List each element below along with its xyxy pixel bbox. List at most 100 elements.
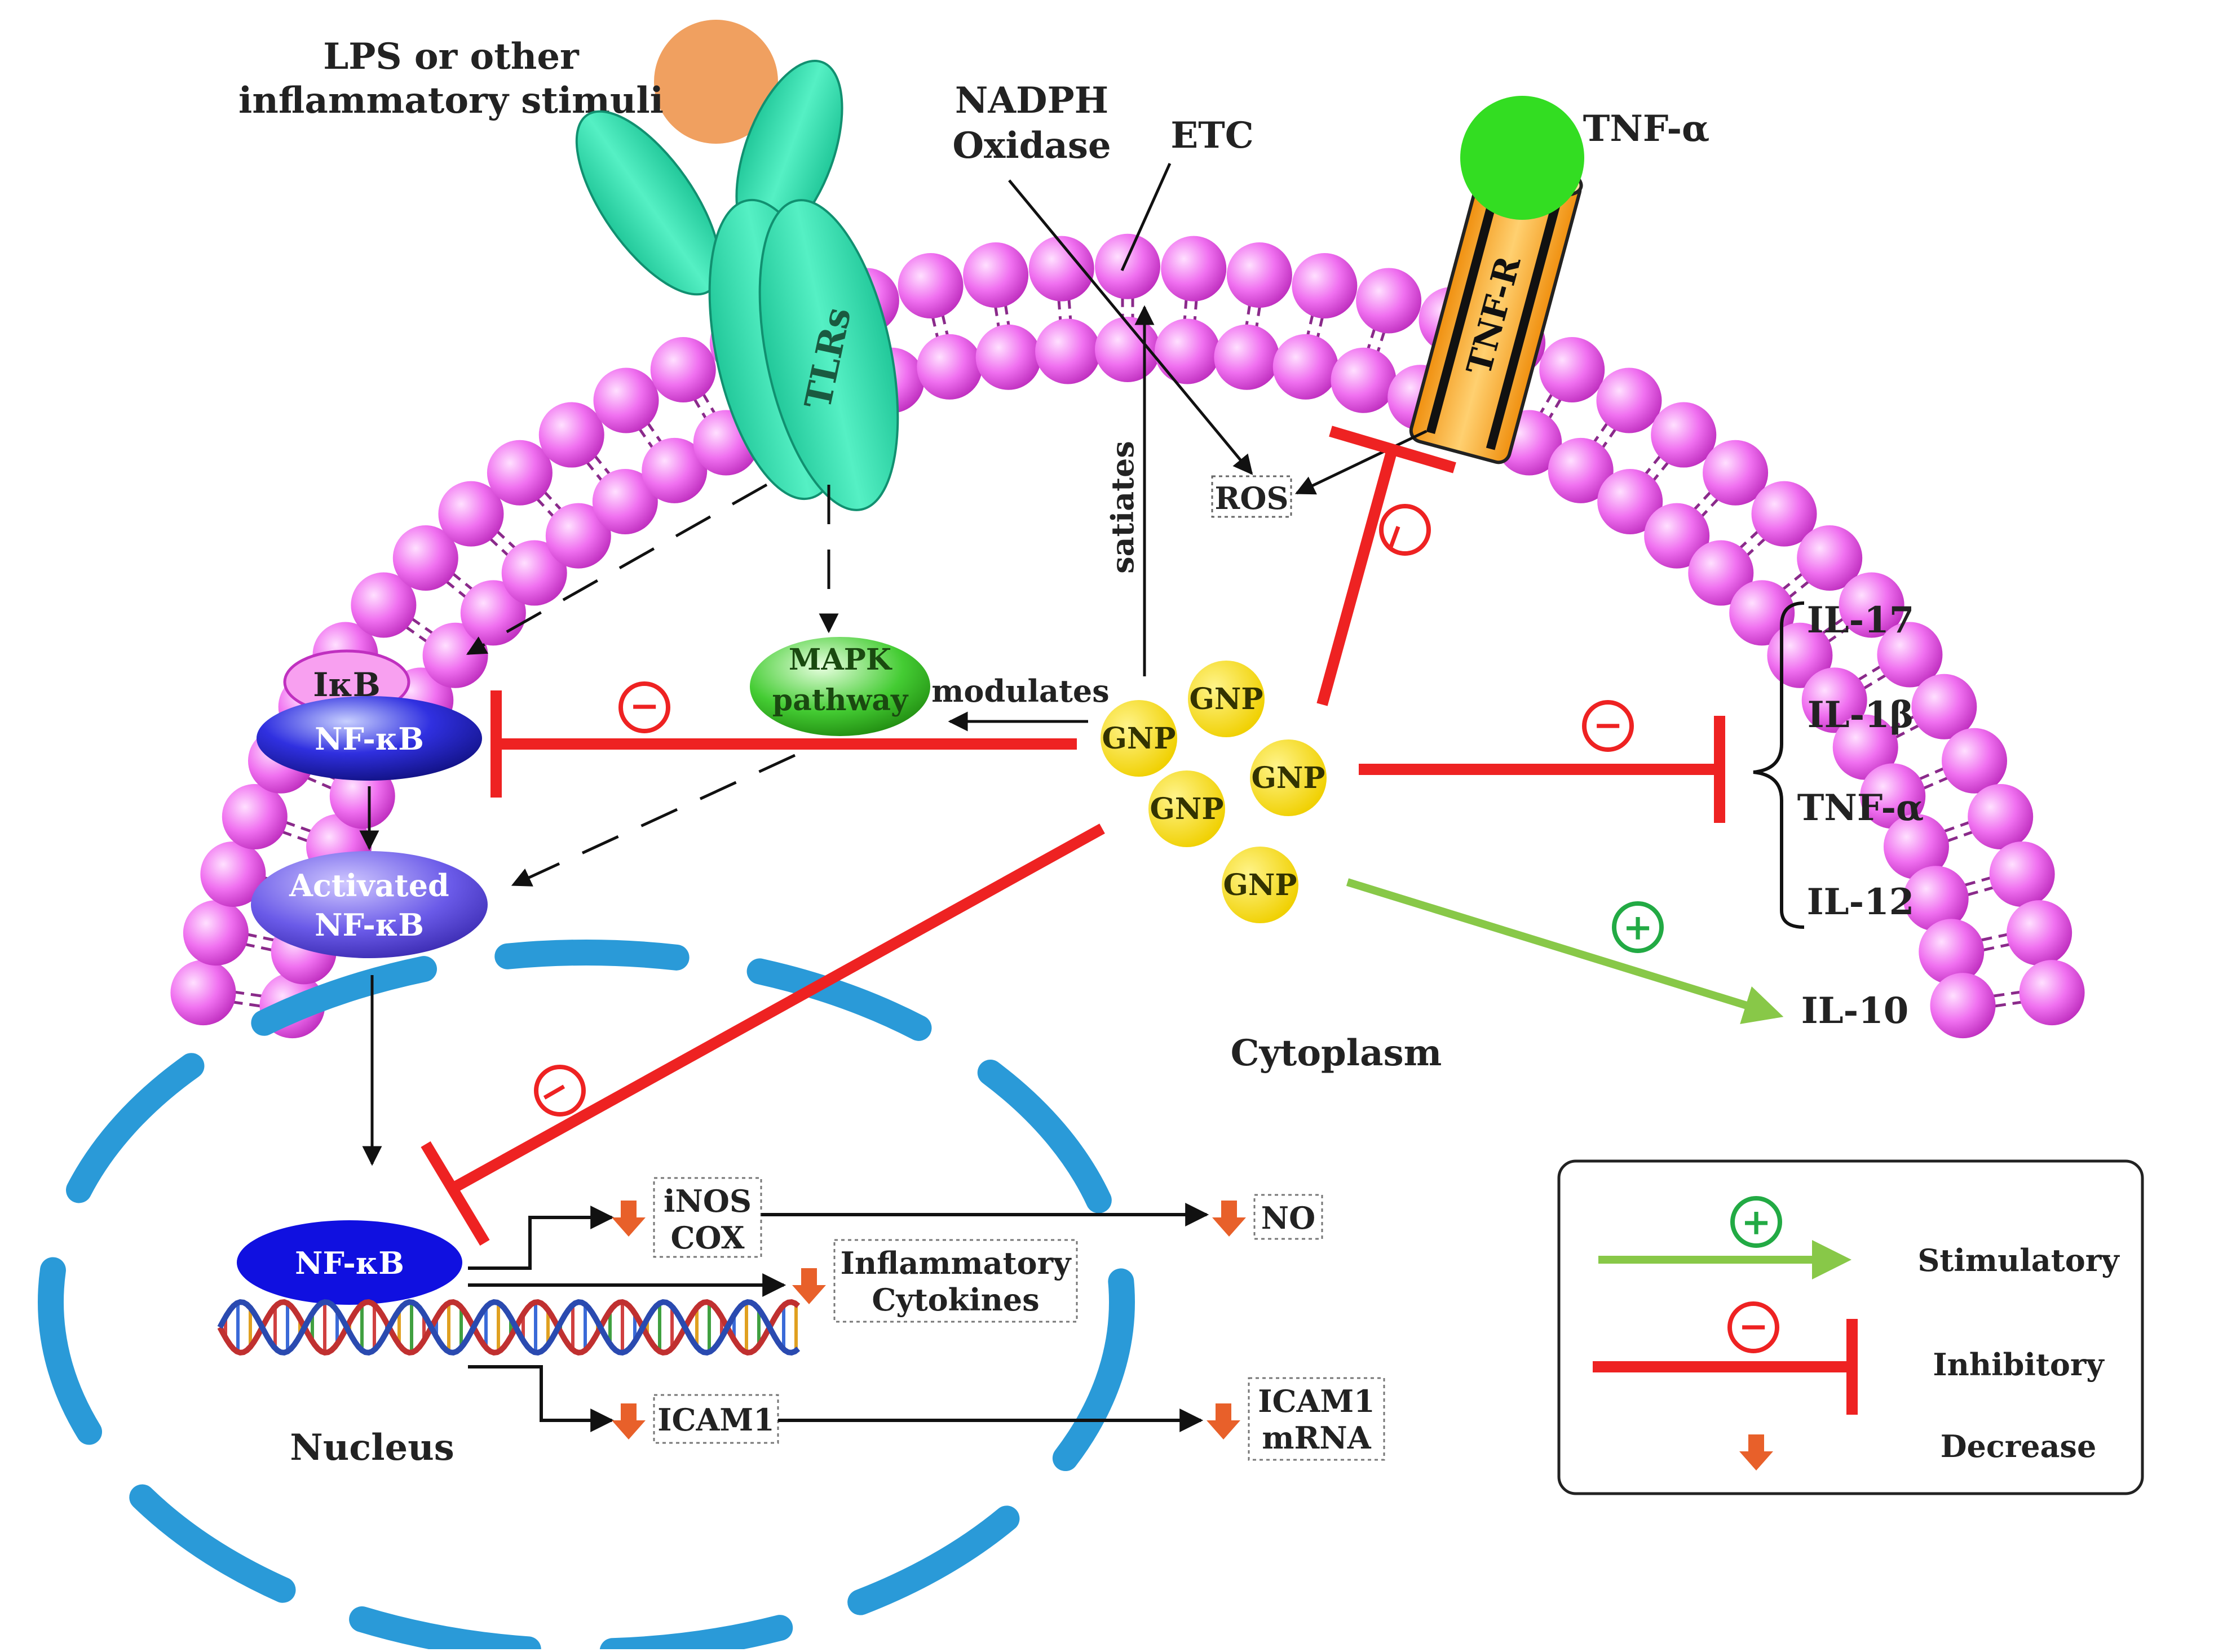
lipid-head [1903,866,1969,932]
activated-nfkb-line1: Activated [289,867,449,903]
lipid-head [1597,468,1663,534]
gnp-label: GNP [1251,761,1325,795]
lipid-head [1751,481,1817,547]
cytoplasm-label: Cytoplasm [1231,1032,1442,1074]
nadph-label-line1: NADPH [955,79,1108,122]
lipid-head [1539,336,1605,402]
nuclear-nfkb-label: NF-κB [295,1245,404,1281]
inflammatory-cytokines-line2: Cytokines [872,1282,1039,1318]
gnp-particle [1101,700,1177,777]
dna-strand [217,1299,801,1356]
dna-strand [217,1299,801,1356]
gnp-tnfr-inhibit-line [1316,446,1398,706]
nfkb-ellipse [257,696,482,781]
inflammatory-cytokines-line1: Inflammatory [841,1245,1072,1281]
icam1-mrna-line1: ICAM1 [1258,1383,1375,1419]
decrease-arrow-icon [1212,1201,1246,1237]
tlr-to-ikb-dashed-arrow [466,483,768,656]
lipid-head [1272,334,1338,400]
lipid-head [1651,402,1717,468]
tnf-alpha-ball [1460,96,1584,220]
ros-box [1211,475,1292,518]
lipid-head [1548,437,1614,503]
lipid-head [1028,236,1094,302]
lipid-head [1214,324,1280,390]
lipid-head [1839,572,1904,638]
svg-text:+: + [1741,1201,1771,1243]
gnp-cluster: GNP GNP GNP GNP GNP [1101,661,1327,923]
lipid-head [392,525,458,591]
nucleus-label: Nucleus [290,1427,454,1469]
tnf-alpha-label: TNF-α [1583,108,1710,150]
dna-helix [217,1299,801,1356]
lipid-head [1035,318,1101,384]
lipid-head [1226,242,1292,308]
satiates-label: satiates [1104,441,1141,574]
inos-cox-box [653,1177,762,1258]
cytokine-il12: IL-12 [1807,881,1915,923]
plus-sign-icon: + [1612,901,1664,953]
gnp-label: GNP [1189,682,1263,716]
lipid-head [438,481,504,547]
legend-stimulatory-label: Stimulatory [1917,1242,2120,1278]
nfkb-to-inos-arrow [468,1206,615,1270]
lipid-head [351,572,417,638]
gnp-label: GNP [1150,792,1223,826]
lipid-head [200,841,266,907]
activated-nfkb-line2: NF-κB [315,907,424,943]
lipid-head [1930,973,1996,1039]
gnp-tnfr-inhibit-bar [1329,426,1456,473]
gnp-label: GNP [1223,868,1297,902]
gnp-particle [1250,739,1327,816]
minus-sign-icon: − [1368,504,1431,559]
cytokine-il17: IL-17 [1807,599,1915,641]
nadph-label-line2: Oxidase [952,125,1111,167]
lipid-head [1292,253,1358,319]
etc-label: ETC [1170,114,1253,157]
nadph-to-ros-arrow [1008,179,1253,475]
mapk-line2: pathway [772,683,909,718]
minus-sign-icon: − [618,681,670,733]
mapk-line1: MAPK [789,643,892,677]
lipid-head [1989,841,2055,907]
lipid-head [1154,318,1220,384]
minus-sign-icon: − [1582,700,1634,752]
modulates-label: modulates [931,673,1109,709]
mapk-to-activated-nfkb-arrow [511,754,796,887]
lipid-head [1877,622,1943,688]
lipid-head [642,437,708,503]
legend: + Stimulatory − Inhibitory Decrease [1557,1159,2144,1495]
gnp-particle [1148,770,1225,847]
nucleus-envelope [38,940,1135,1652]
stimulus-label-line1: LPS or other [323,36,580,78]
cytokine-il1b: IL-1β [1808,694,1914,736]
no-label: NO [1261,1200,1315,1236]
nfkb-label: NF-κB [315,721,424,757]
lipid-head [650,336,716,402]
lipid-head [1919,919,1985,985]
lipid-head [222,783,288,849]
lipid-head [487,440,553,506]
icam1-mrna-box [1248,1377,1385,1461]
lipid-head [183,900,249,966]
lipid-head [1942,728,2008,794]
tnfr-to-ros-arrow [1294,429,1428,495]
lipid-head [538,402,604,468]
lipid-head [501,540,567,606]
svg-text:−: − [1593,704,1623,746]
decrease-arrow-icon [612,1403,646,1440]
lipid-head [975,324,1041,390]
nuclear-nfkb-ellipse [237,1220,462,1305]
minus-sign-icon: − [1727,1301,1779,1353]
plus-sign-icon: + [1730,1196,1782,1248]
lipid-head [1596,367,1662,433]
tlr-receptor: TLRs [575,60,899,511]
lipid-head [1161,236,1227,302]
lipid-head [963,242,1029,308]
lipid-head [1703,440,1769,506]
gnp-il10-stimulate-arrow [1346,878,1784,1024]
lipid-head [1797,525,1863,591]
mapk-ellipse [750,637,930,736]
nfkb-to-icam1-arrow [468,1365,615,1432]
